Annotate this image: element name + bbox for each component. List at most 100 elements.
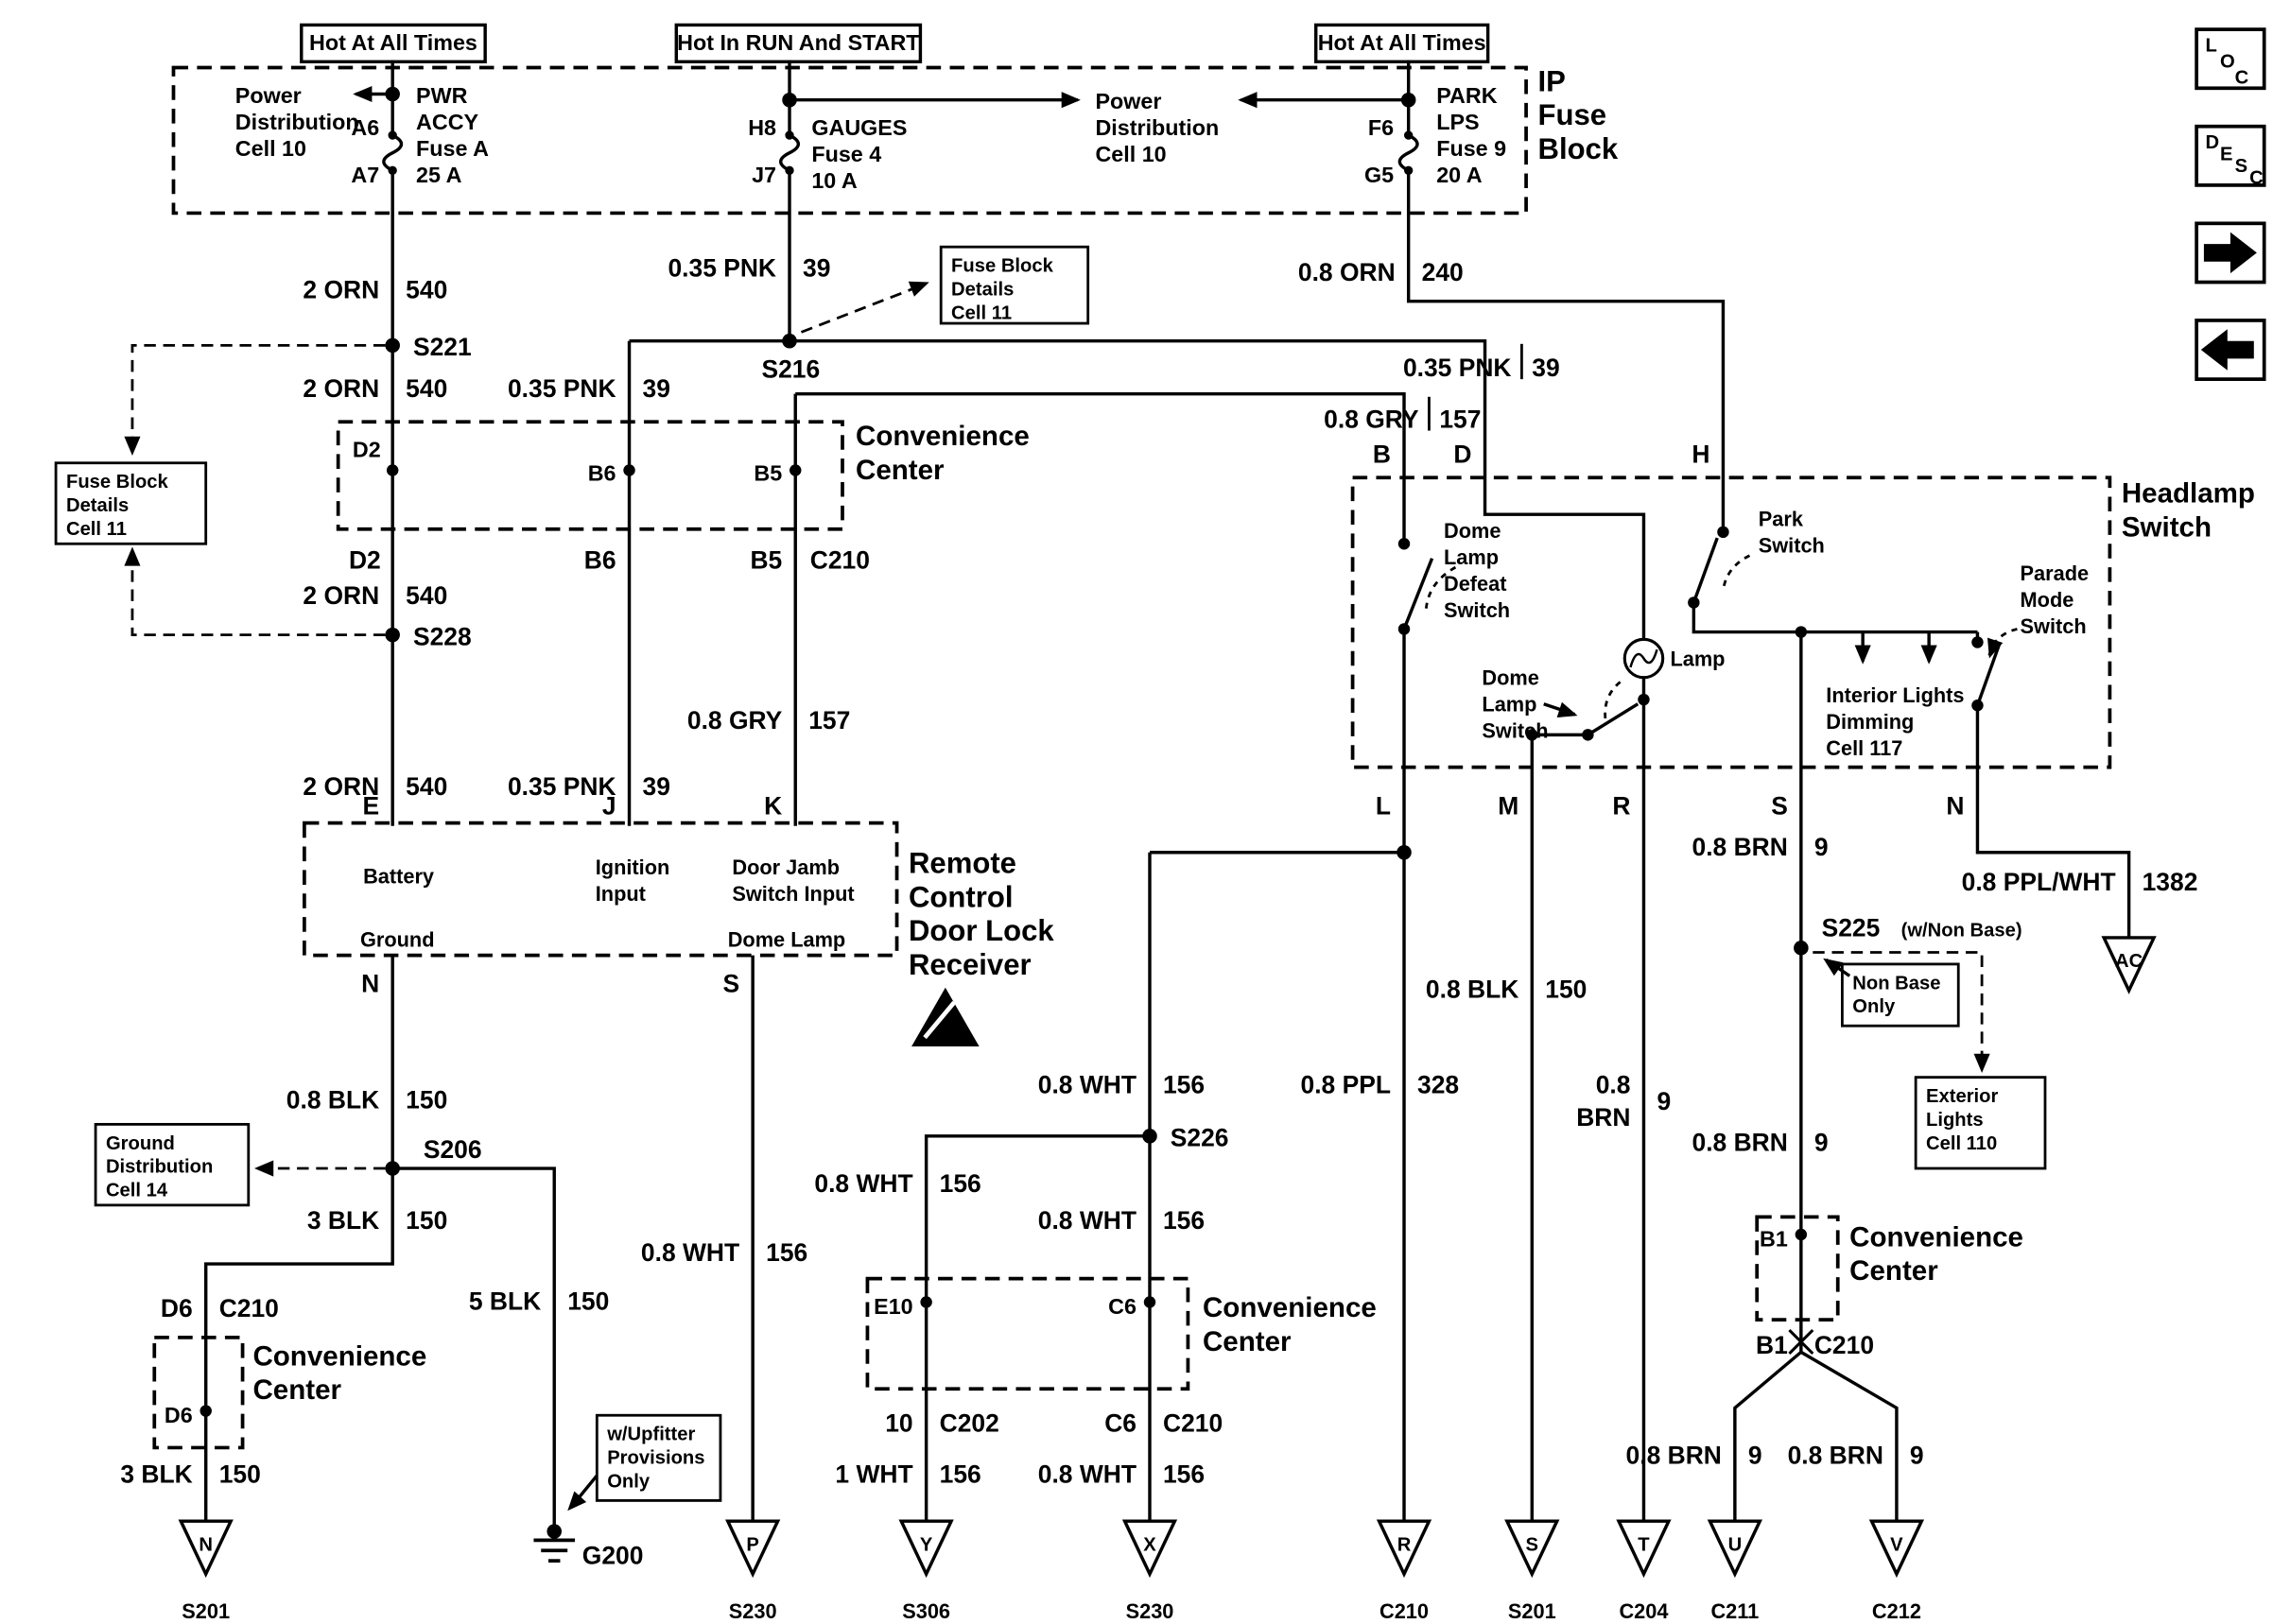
diagram-text: S <box>1771 791 1788 820</box>
wire-label-value: 157 <box>1439 405 1481 433</box>
diagram-text: D6 <box>165 1403 193 1427</box>
diagram-text: Lamp <box>1482 693 1536 717</box>
reference-box-text: Cell 11 <box>951 302 1012 323</box>
fuse-symbol <box>779 133 801 172</box>
diagram-text: Switch <box>1444 598 1510 622</box>
wire-label-value: 150 <box>1545 976 1587 1004</box>
junction-dot <box>782 92 797 108</box>
diagram-text: D2 <box>349 546 381 575</box>
wire-label-name: 0.8 BRN <box>1692 1128 1788 1156</box>
wire-label-value: 39 <box>803 253 830 282</box>
convenience-center-3 <box>152 1335 245 1450</box>
wire-label-value: 156 <box>1163 1071 1205 1099</box>
page-connector-triangle <box>178 1519 234 1579</box>
reference-box-text: Ground <box>106 1133 175 1154</box>
diagram-text: J <box>602 791 616 820</box>
wire-label-value: 150 <box>219 1460 261 1489</box>
wire-label-name: 2 ORN <box>303 374 379 403</box>
diagram-text: Power <box>235 83 302 108</box>
ground-label: G200 <box>582 1541 644 1569</box>
reference-box <box>94 1122 251 1207</box>
wire-label-value: 540 <box>406 276 447 304</box>
arrow-right-icon[interactable] <box>2203 232 2257 274</box>
page-connector-triangle <box>1504 1519 1560 1579</box>
switch-blade <box>1692 537 1719 604</box>
loc-button-label[interactable]: O <box>2220 52 2235 73</box>
diagram-text: Lamp <box>1444 545 1499 569</box>
reference-box-text: Provisions <box>607 1448 704 1469</box>
diagram-text: Distribution <box>235 110 359 134</box>
diagram-text: Lamp <box>1670 647 1725 670</box>
page-connector-triangle <box>2101 936 2157 994</box>
arrowhead <box>1973 1053 1990 1073</box>
component-title: Door Lock <box>909 914 1054 947</box>
junction-dot <box>385 1161 400 1176</box>
arrowhead <box>1556 701 1578 718</box>
junction-dot <box>785 130 794 140</box>
arrow-left-icon[interactable] <box>2200 329 2254 371</box>
page-connector-triangle <box>725 1519 781 1579</box>
diagram-text: Mode <box>2021 588 2074 612</box>
diagram-text: K <box>764 791 782 820</box>
wire-segment <box>795 391 1406 544</box>
junction-dot <box>386 464 399 476</box>
diagram-text: 20 A <box>1436 163 1483 187</box>
diagram-text: Interior Lights <box>1826 683 1964 707</box>
component-title: Center <box>252 1374 341 1406</box>
page-connector-destination: S201 <box>1508 1599 1556 1623</box>
desc-button-label[interactable]: C <box>2249 167 2264 188</box>
wire-label-value: 540 <box>406 772 447 801</box>
esd-warning-icon <box>923 1000 956 1040</box>
diagram-text: B <box>1373 441 1391 469</box>
wire-label-name: 0.8 WHT <box>641 1238 739 1267</box>
diagram-text: Defeat <box>1444 572 1506 596</box>
wire-label-name: 0.8 WHT <box>814 1169 912 1198</box>
arrowhead <box>1238 92 1258 109</box>
diagram-text: PWR <box>416 83 468 108</box>
diagram-text: B6 <box>584 546 616 575</box>
junction-dot <box>1143 1296 1156 1308</box>
junction-dot <box>1971 700 1984 712</box>
component-title: Convenience <box>856 421 1030 452</box>
diagram-text: H <box>1692 441 1709 469</box>
switch-actuator-arc <box>1722 554 1751 592</box>
wire-label-name: 3 BLK <box>120 1460 192 1489</box>
wire-label-value: 9 <box>1657 1087 1671 1115</box>
diagram-text: LPS <box>1436 110 1479 134</box>
desc-button-label[interactable]: S <box>2235 156 2247 177</box>
desc-button-label[interactable]: D <box>2205 132 2219 153</box>
diagram-text: A7 <box>351 163 379 187</box>
desc-button[interactable] <box>2195 124 2266 187</box>
page-connector-letter: V <box>1890 1534 1903 1555</box>
loc-button-label[interactable]: L <box>2205 35 2216 56</box>
reference-box <box>1914 1076 2047 1170</box>
wire-label-value: 328 <box>1417 1071 1459 1099</box>
junction-dot <box>385 627 400 643</box>
reference-box-text: Details <box>951 280 1014 301</box>
wire-label-name: 5 BLK <box>469 1287 541 1315</box>
reference-box <box>939 245 1090 325</box>
reference-link <box>130 343 386 453</box>
junction-dot <box>1794 941 1809 956</box>
page-connector-letter: U <box>1728 1534 1743 1555</box>
component-title: Center <box>856 455 945 486</box>
wire-segment <box>1799 1350 1899 1522</box>
loc-button[interactable] <box>2195 27 2266 91</box>
loc-button-label[interactable]: C <box>2235 68 2249 89</box>
wire-label-value: 39 <box>643 772 670 801</box>
switch-blade <box>1587 702 1640 736</box>
page-connector-letter: Y <box>920 1534 933 1555</box>
switch-actuator-arc <box>1424 565 1457 609</box>
page-connector-letter: AC <box>2115 951 2143 972</box>
diagram-text: G5 <box>1364 163 1394 187</box>
esd-warning-icon <box>911 987 980 1046</box>
page-connector-destination: S201 <box>182 1599 230 1623</box>
junction-dot <box>920 1296 932 1308</box>
desc-button-label[interactable]: E <box>2220 144 2232 164</box>
wire-label-name: 0.8 PPL <box>1301 1071 1391 1099</box>
wire-label-name: B1 <box>1756 1331 1788 1359</box>
diagram-text: H8 <box>748 115 776 140</box>
junction-dot <box>1397 538 1411 550</box>
wire-label-name: 0.8 <box>1596 1071 1631 1099</box>
diagram-text: Input <box>596 882 646 906</box>
